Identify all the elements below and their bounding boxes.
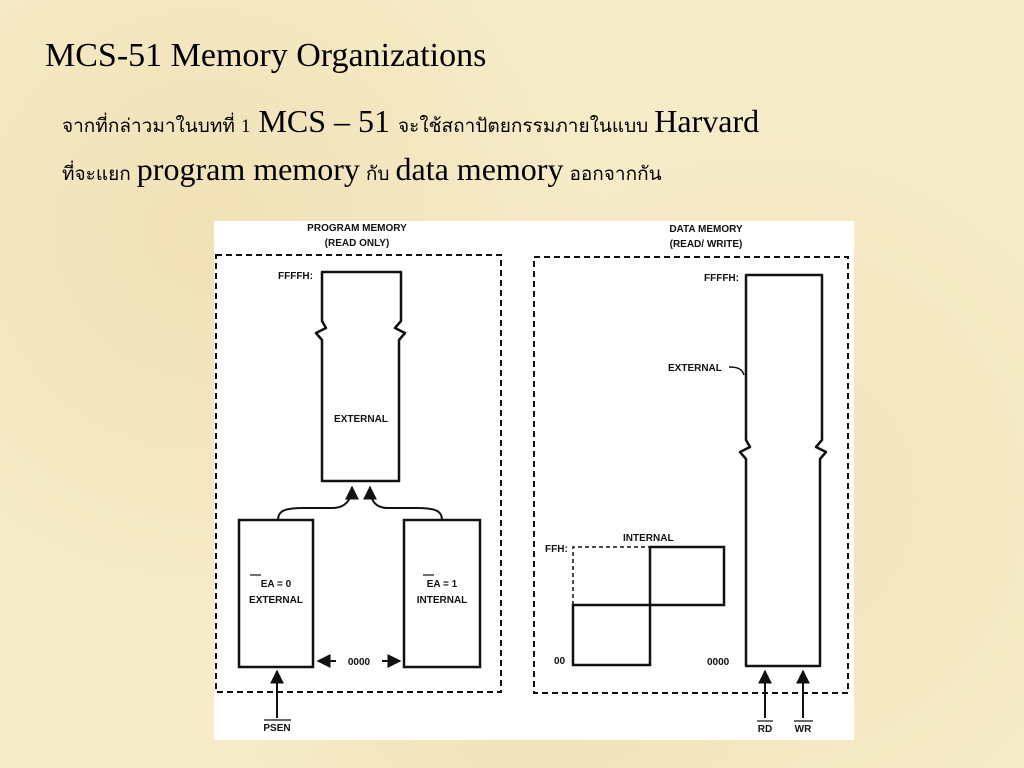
ea0-external-label: EXTERNAL [249,595,303,606]
data-memory-dashed-border [533,256,849,694]
line1-english-a: MCS – 51 [250,103,399,139]
program-memory-dashed-border [215,254,502,693]
data-ffh-address: FFH: [545,544,568,555]
program-external-label: EXTERNAL [334,414,388,425]
data-memory-section: DATA MEMORY (READ/ WRITE) FFFFH: EXTERNA… [533,224,849,735]
program-memory-title: PROGRAM MEMORY [307,223,407,234]
slide-title: MCS-51 Memory Organizations [45,37,487,74]
line1-thai-b: จะใช้สถาปัตยกรรมภายในแบบ [398,115,655,137]
paragraph-line-2: ที่จะแยก program memory กับ data memory … [62,150,982,195]
data-top-address: FFFFH: [704,273,739,284]
program-top-address: FFFFH: [278,271,313,282]
internal-dashed-outline [572,546,650,605]
wr-label: WR [795,724,812,735]
data-bottom-address: 0000 [707,657,730,668]
line2-english-a: program memory [136,151,360,187]
memory-organization-figure: PROGRAM MEMORY (READ ONLY) FFFFH: EXTERN… [214,221,854,740]
ea1-label: EA = 1 [427,579,458,590]
ea1-internal-block [402,518,482,669]
line2-thai-c: ออกจากกัน [563,163,662,185]
line2-thai-a: ที่จะแยก [62,163,137,185]
program-external-block [314,270,407,483]
memory-diagram-svg: PROGRAM MEMORY (READ ONLY) FFFFH: EXTERN… [215,223,849,735]
data-memory-title: DATA MEMORY [669,224,743,235]
data-oo-address: 00 [554,656,566,667]
data-external-leader [728,366,745,376]
program-memory-subtitle: (READ ONLY) [325,238,390,249]
data-external-label: EXTERNAL [668,363,722,374]
program-memory-section: PROGRAM MEMORY (READ ONLY) FFFFH: EXTERN… [215,223,502,734]
ea1-internal-label: INTERNAL [417,595,468,606]
ea1-to-external-arrow [363,485,443,521]
internal-lower-block [571,603,652,667]
data-internal-label: INTERNAL [623,533,674,544]
psen-label: PSEN [263,723,290,734]
line1-thai-a: จากที่กล่าวมาในบทที่ [62,115,241,137]
data-memory-subtitle: (READ/ WRITE) [670,239,743,250]
ea0-label: EA = 0 [261,579,292,590]
ea0-external-block [237,518,315,669]
internal-upper-block [648,545,726,607]
line1-number: 1 [240,116,251,137]
line1-english-b: Harvard [654,103,760,139]
line2-english-b: data memory [395,151,564,187]
ea0-to-external-arrow [277,485,359,521]
line2-thai-b: กับ [359,163,396,185]
rd-label: RD [758,724,772,735]
data-external-block [738,273,828,668]
paragraph-line-1: จากที่กล่าวมาในบทที่ 1 MCS – 51 จะใช้สถา… [62,102,982,147]
program-bottom-address: 0000 [348,657,371,668]
